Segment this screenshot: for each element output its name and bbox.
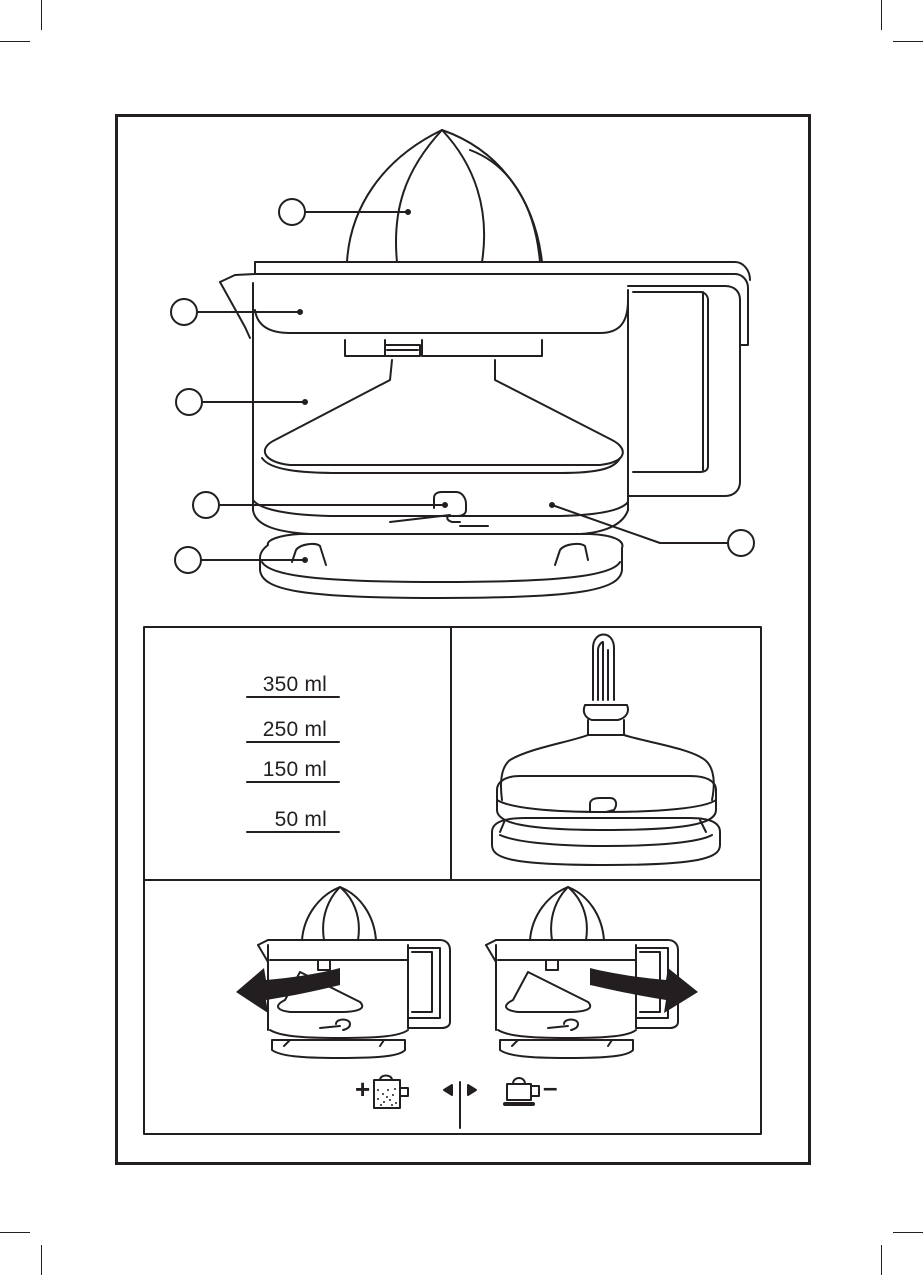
callout-3	[176, 389, 307, 415]
callout-2	[171, 299, 302, 325]
plus-symbol: +	[355, 1076, 370, 1102]
callout-6	[550, 503, 754, 556]
callout-5	[175, 547, 307, 573]
measure-label-150: 150 ml	[232, 758, 327, 782]
juicer-less-pulp-icon	[505, 1078, 539, 1104]
measure-label-50: 50 ml	[232, 808, 327, 832]
measure-label-350: 350 ml	[232, 673, 327, 697]
minus-symbol: –	[543, 1074, 557, 1100]
panel-grid	[144, 627, 761, 1134]
callout-1	[279, 199, 410, 225]
callout-4	[193, 492, 447, 518]
left-right-triangles-icon	[444, 1082, 476, 1128]
juicer-small-left	[236, 887, 450, 1058]
juicer-more-pulp-icon	[374, 1076, 408, 1109]
juicer-sieve	[220, 262, 750, 345]
juicer-base	[260, 534, 622, 598]
measure-label-250: 250 ml	[232, 718, 327, 742]
juicer-jug	[253, 283, 740, 534]
juicer-cone	[347, 130, 542, 262]
juicer-small-right	[486, 887, 698, 1058]
juicer-main-illustration	[171, 130, 754, 598]
reamer-assembly	[492, 635, 720, 866]
